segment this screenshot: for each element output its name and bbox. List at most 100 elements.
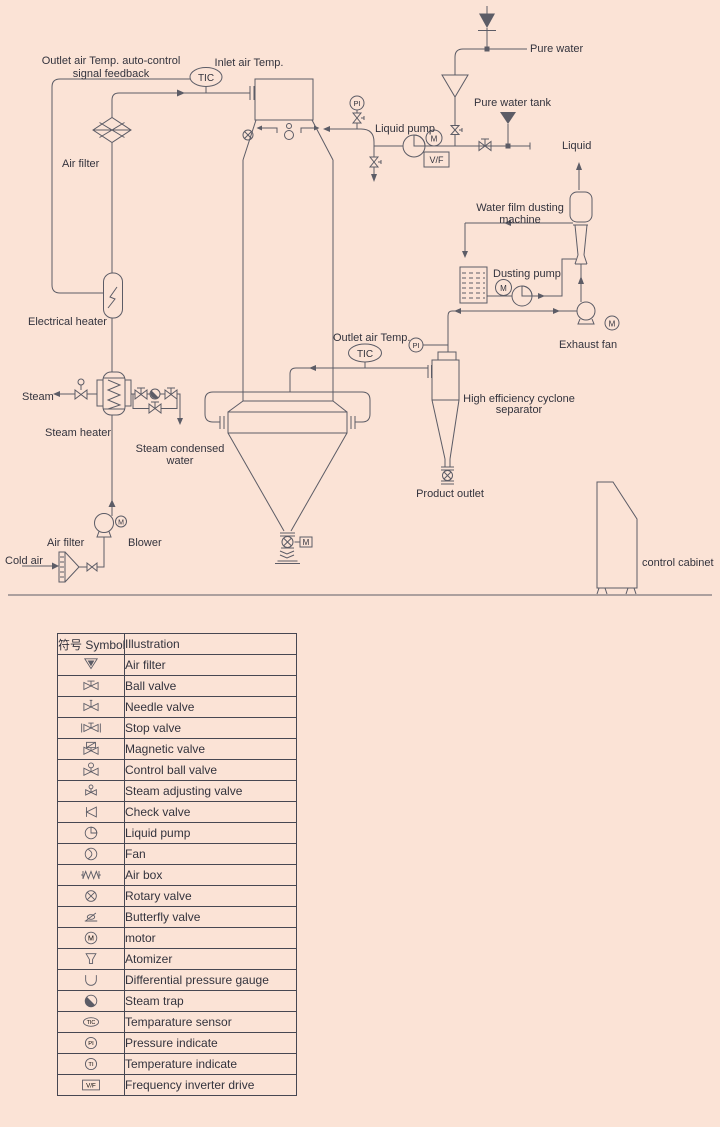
inlet-air-line	[111, 89, 250, 118]
product-rotary-valve-icon	[441, 466, 454, 485]
control-cabinet-icon	[596, 481, 638, 595]
liquid-pump-icon	[72, 825, 110, 841]
legend-label: Rotary valve	[124, 885, 297, 907]
legend-row: Pressure indicate	[57, 1032, 297, 1054]
legend-label: Liquid pump	[124, 822, 297, 844]
bottom-valve-motor-label: M	[303, 538, 310, 547]
legend-row: Stop valve	[57, 717, 297, 739]
legend-row: Temperature indicate	[57, 1053, 297, 1075]
legend-label: Air filter	[124, 654, 297, 676]
pressure-indicate-icon	[72, 1035, 110, 1051]
temp-sensor-icon	[72, 1014, 110, 1030]
electrical-heater-icon	[103, 272, 123, 372]
legend-label: Needle valve	[124, 696, 297, 718]
liquid-pump-motor-label: M	[431, 135, 438, 144]
legend-label: Stop valve	[124, 717, 297, 739]
electrical-heater-label: Electrical heater	[28, 316, 107, 328]
legend-label: Butterfly valve	[124, 906, 297, 928]
diff-pressure-gauge-icon	[72, 972, 110, 988]
legend-row: Temparature sensor	[57, 1011, 297, 1033]
atomizer-icon	[284, 130, 294, 140]
sight-glass-icon	[242, 129, 254, 141]
legend-label: motor	[124, 927, 297, 949]
legend-label: Atomizer	[124, 948, 297, 970]
legend-label: Magnetic valve	[124, 738, 297, 760]
legend-label: Air box	[124, 864, 297, 886]
legend-label: Fan	[124, 843, 297, 865]
rotary-valve-icon	[72, 888, 110, 904]
ball-valve-icon	[72, 678, 110, 694]
cyclone-separator-icon	[427, 351, 460, 485]
feedback-signal-line	[51, 78, 190, 294]
water-film-label-2: machine	[499, 214, 541, 226]
legend-table: 符号 Symbol Illustration Air filter Ball v…	[57, 633, 297, 1096]
control-cabinet-label: control cabinet	[642, 557, 714, 569]
freq-inverter-drive-icon	[72, 1077, 110, 1093]
water-film-dusting-machine-icon	[569, 162, 593, 302]
legend-header-illustration: Illustration	[124, 633, 297, 655]
check-valve-icon	[72, 804, 110, 820]
pure-water-tank-label: Pure water tank	[474, 97, 552, 109]
tic-label: TIC	[198, 73, 214, 84]
legend-row: Air box	[57, 864, 297, 886]
legend-row: Ball valve	[57, 675, 297, 697]
steam-condensed-label-1: Steam condensed	[136, 443, 225, 455]
legend-label: Ball valve	[124, 675, 297, 697]
atomizer-icon	[72, 951, 110, 967]
dusting-water-loop: M	[459, 220, 576, 307]
dusting-pump-label: Dusting pump	[493, 268, 561, 280]
liquid-label: Liquid	[562, 140, 591, 152]
legend-label: Control ball valve	[124, 759, 297, 781]
condensate-line	[131, 387, 183, 425]
drying-tower	[204, 78, 371, 532]
steam-condensed-label-2: water	[166, 455, 194, 467]
legend-row: motor	[57, 927, 297, 949]
pure-water-label: Pure water	[530, 43, 584, 55]
legend-table-body: Air filter Ball valve Needle valve Stop …	[57, 654, 297, 1096]
cold-air-filter-icon	[22, 537, 105, 583]
diagram-labels: Outlet air Temp. auto-control signal fee…	[5, 43, 714, 569]
legend-label: Steam trap	[124, 990, 297, 1012]
dusting-pump-icon: M	[495, 279, 533, 307]
blower-motor-label: M	[118, 520, 124, 527]
cold-air-label: Cold air	[5, 555, 43, 567]
legend-row: Frequency inverter drive	[57, 1074, 297, 1096]
water-film-label-1: Water film dusting	[476, 202, 564, 214]
legend-row: Control ball valve	[57, 759, 297, 781]
legend-row: Atomizer	[57, 948, 297, 970]
control-ball-valve-icon	[72, 762, 110, 778]
legend-label: Temparature sensor	[124, 1011, 297, 1033]
pi2-label: PI	[412, 341, 419, 350]
legend-label: Differential pressure gauge	[124, 969, 297, 991]
frequency-inverter-icon: V/F	[423, 151, 450, 168]
feedback-label-1: Outlet air Temp. auto-control	[42, 55, 181, 67]
air-box-icon	[72, 867, 110, 883]
steam-inlet-line	[53, 378, 97, 400]
motor-icon	[72, 930, 110, 946]
tower-bottom-rotary-valve-icon: M	[275, 532, 313, 564]
legend-header-symbol: 符号 Symbol	[57, 633, 125, 655]
liquid-feed-system: PI M V/F	[323, 95, 531, 182]
liquid-pump-label: Liquid pump	[375, 123, 435, 135]
bag-air-filter-icon	[92, 116, 132, 273]
exhaust-fan-icon: M	[447, 301, 620, 352]
pure-water-tank-icon	[441, 74, 469, 98]
legend-row: Air filter	[57, 654, 297, 676]
legend-row: Butterfly valve	[57, 906, 297, 928]
feedback-label-2: signal feedback	[73, 68, 150, 80]
temperature-indicate-icon	[72, 1056, 110, 1072]
legend-row: Magnetic valve	[57, 738, 297, 760]
needle-valve-icon	[72, 699, 110, 715]
steam-heater-label: Steam heater	[45, 427, 111, 439]
dusting-water-tank-icon	[459, 266, 488, 304]
legend-label: Check valve	[124, 801, 297, 823]
pi-label: PI	[353, 99, 360, 108]
legend-label: Frequency inverter drive	[124, 1074, 297, 1096]
process-flow-diagram: TIC	[5, 6, 714, 596]
butterfly-valve-icon	[72, 909, 110, 925]
steam-trap-icon	[72, 993, 110, 1009]
steam-label: Steam	[22, 391, 54, 403]
legend-row: Check valve	[57, 801, 297, 823]
legend-label: Steam adjusting valve	[124, 780, 297, 802]
air-filter-icon	[72, 657, 110, 673]
